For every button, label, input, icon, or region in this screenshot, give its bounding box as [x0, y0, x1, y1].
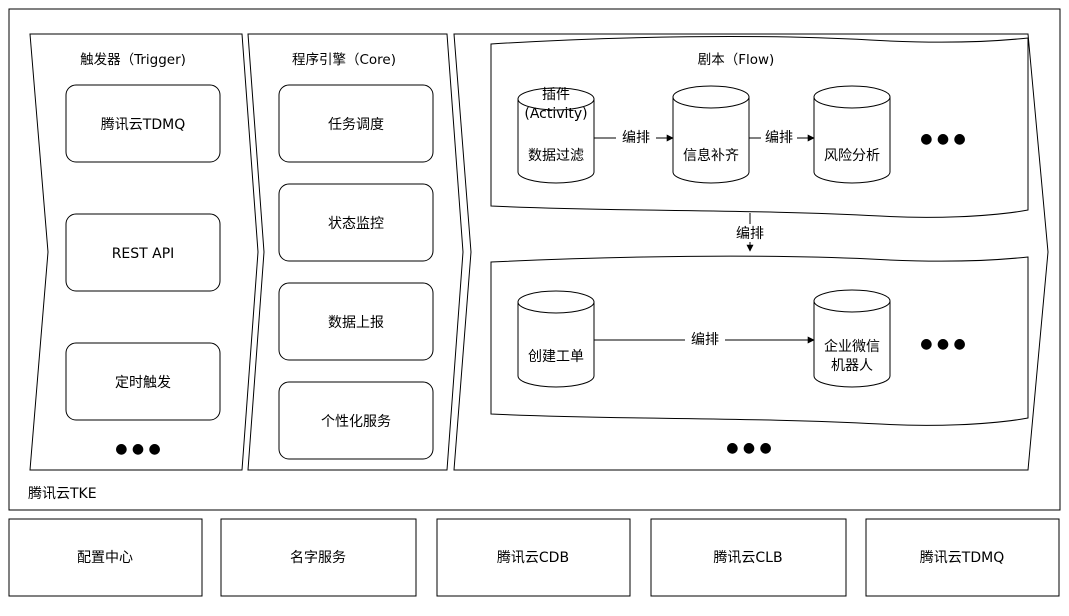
create-ticket-cylinder — [517, 290, 595, 388]
edge-label-bg-2 — [761, 128, 797, 146]
core-monitoring-label: 状态监控 — [328, 216, 384, 232]
service-name-service-box — [220, 518, 417, 597]
service-tdmq-box — [865, 518, 1060, 597]
data-filter-label: 数据过滤 — [528, 148, 584, 164]
core-scheduling-label: 任务调度 — [328, 117, 384, 133]
create-ticket-label: 创建工单 — [528, 349, 584, 365]
service-cdb-label: 腾讯云CDB — [497, 549, 569, 566]
flow-row2-document — [490, 255, 1029, 426]
service-config-center-box — [8, 518, 203, 597]
trigger-tdmq-label: 腾讯云TDMQ — [101, 116, 185, 133]
risk-analysis-label: 风险分析 — [824, 148, 880, 164]
wecom-bot-cylinder — [813, 289, 891, 388]
plugin-data-filter-cylinder — [517, 87, 595, 184]
flow-title: 剧本（Flow) — [698, 52, 775, 68]
plugin-label: 插件 — [542, 87, 570, 103]
trigger-rest-api-box — [65, 213, 221, 292]
edge-label-3: 编排 — [736, 226, 764, 242]
edge-label-bg-1 — [616, 128, 656, 146]
core-reporting-box — [278, 282, 434, 361]
core-monitoring-box — [278, 183, 434, 262]
core-title: 程序引擎（Core) — [292, 52, 396, 68]
edge-label-4: 编排 — [691, 332, 719, 348]
trigger-timer-label: 定时触发 — [115, 375, 171, 391]
flow-row2-more-ellipsis: ● ● ● — [920, 336, 966, 352]
trigger-more-ellipsis: ● ● ● — [115, 441, 161, 457]
wecom-label: 企业微信 — [824, 338, 880, 355]
service-tdmq-label: 腾讯云TDMQ — [920, 549, 1004, 566]
core-scheduling-box — [278, 84, 434, 163]
service-config-center-label: 配置中心 — [77, 550, 133, 566]
info-completion-cylinder — [672, 85, 750, 184]
service-cdb-box — [436, 518, 631, 597]
trigger-rest-api-label: REST API — [112, 246, 175, 262]
core-reporting-label: 数据上报 — [328, 315, 384, 331]
bot-label: 机器人 — [831, 358, 873, 374]
risk-analysis-cylinder — [813, 85, 891, 184]
core-personalized-label: 个性化服务 — [321, 414, 391, 430]
tke-cluster-label: 腾讯云TKE — [28, 485, 97, 502]
service-clb-box — [650, 518, 847, 597]
trigger-timer-box — [65, 342, 221, 421]
trigger-tdmq-box — [65, 84, 221, 163]
flow-row1-document — [490, 36, 1029, 218]
trigger-title: 触发器（Trigger) — [80, 52, 186, 68]
info-completion-label: 信息补齐 — [683, 147, 739, 164]
plugin-activity-label: (Activity) — [524, 106, 587, 122]
core-personalized-box — [278, 381, 434, 460]
edge-label-1: 编排 — [622, 130, 650, 146]
flow-row1-more-ellipsis: ● ● ● — [920, 131, 966, 147]
flow-more-ellipsis: ● ● ● — [726, 440, 772, 456]
service-clb-label: 腾讯云CLB — [713, 549, 782, 566]
edge-label-bg-4 — [685, 330, 725, 348]
edge-label-2: 编排 — [765, 130, 793, 146]
service-name-service-label: 名字服务 — [290, 550, 346, 566]
edge-label-bg-3 — [730, 224, 770, 242]
